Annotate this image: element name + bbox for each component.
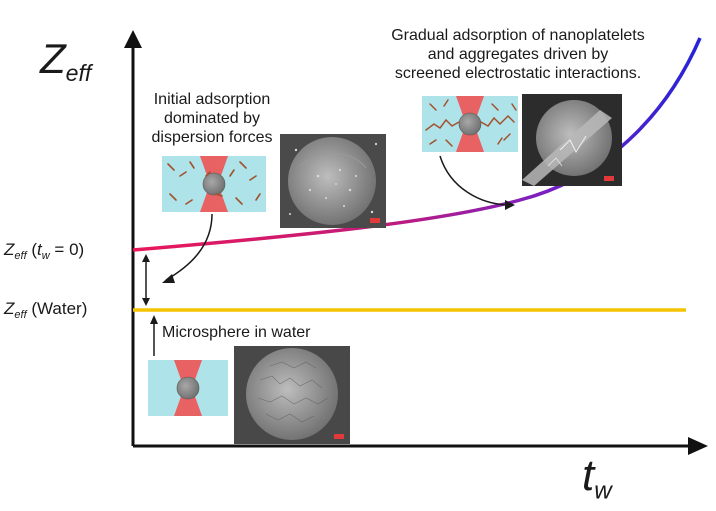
gradual-curved-arrow [439,155,509,206]
initial-adsorption-note: Initial adsorption dominated by dispersi… [151,91,273,146]
sem-image-water [234,346,350,444]
microsphere-in-water-note: Microsphere in water [162,324,311,341]
x-axis-label: tw [582,451,612,505]
y-level-initial-label: Zeff (tw = 0) [4,240,85,262]
water-arrow-head [150,315,158,324]
y-axis-arrow [124,30,142,48]
zeff-growth-curve [132,37,702,252]
gradual-schematic [422,96,518,152]
gradual-curved-arrow-head [505,200,515,210]
x-axis-arrow [688,437,708,455]
y-axis-label: Zeff [40,35,92,87]
sem-image-initial [280,134,386,228]
level-gap-arrow-up [142,254,150,262]
water-schematic [148,360,228,416]
initial-curved-arrow-head [162,274,175,283]
sem-image-gradual [522,94,622,186]
initial-curved-arrow [165,213,213,281]
initial-schematic [162,156,266,212]
y-level-water-label: Zeff (Water) [4,299,88,321]
gradual-adsorption-note: Gradual adsorption of nanoplatelets and … [391,27,645,82]
level-gap-arrow-down [142,298,150,306]
